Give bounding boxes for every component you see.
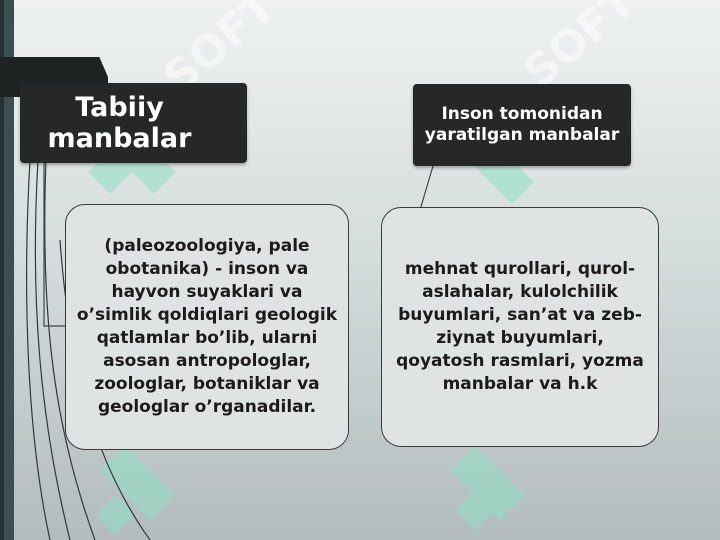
decorative-curves bbox=[26, 159, 151, 540]
watermark-logo bbox=[450, 445, 525, 530]
natural-sources-title: Tabiiy manbalar bbox=[20, 83, 247, 163]
left-accent-edge bbox=[0, 0, 4, 540]
connector-right bbox=[419, 165, 434, 211]
manmade-sources-description: mehnat qurollari, qurol- aslahalar, kulo… bbox=[381, 207, 659, 447]
natural-sources-description: (paleozoologiya, pale obotanika) - inson… bbox=[65, 204, 349, 450]
manmade-sources-title: Inson tomonidan yaratilgan manbalar bbox=[413, 84, 631, 166]
watermark-logo bbox=[95, 445, 175, 535]
connector-left bbox=[43, 163, 67, 327]
